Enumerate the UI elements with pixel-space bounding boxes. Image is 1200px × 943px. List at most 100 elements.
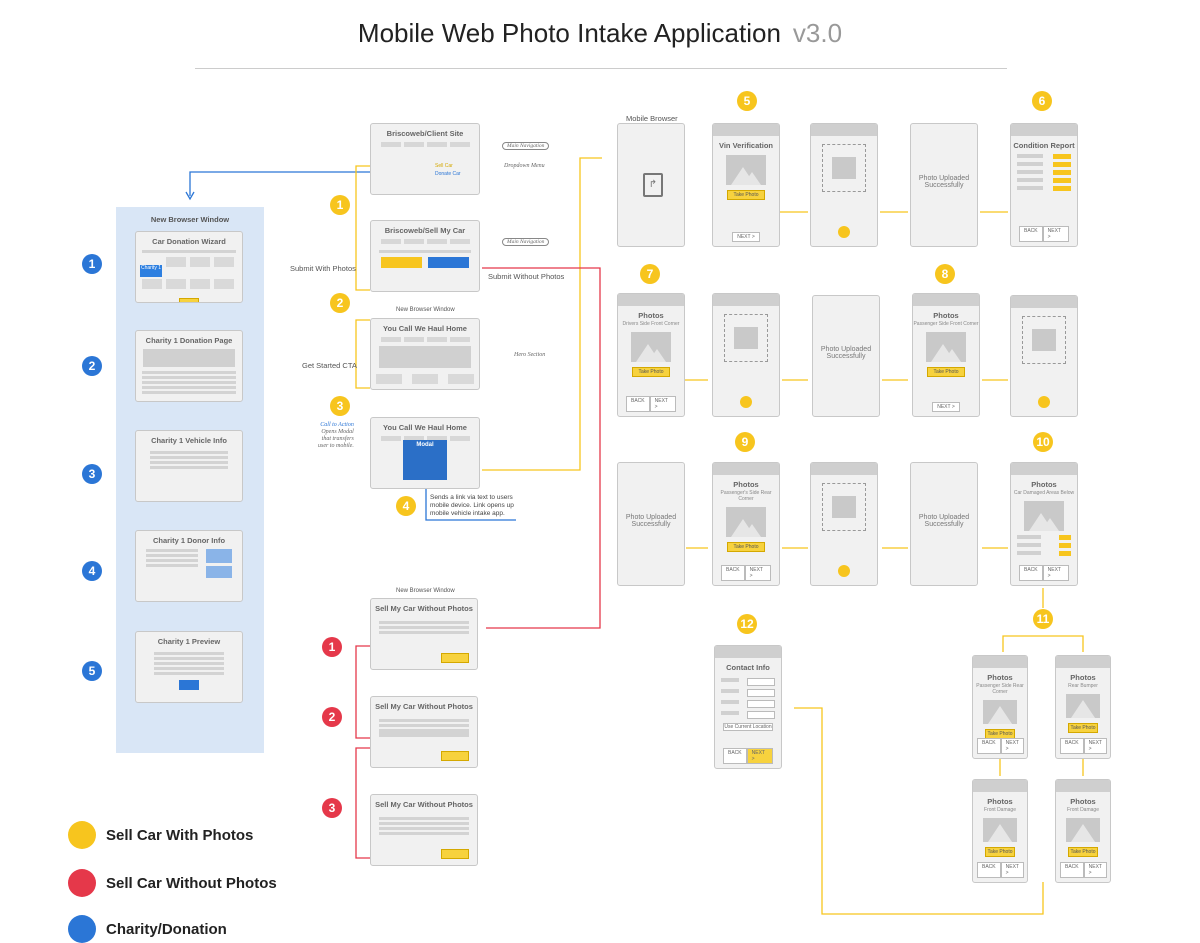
- photo-placeholder-icon: [925, 332, 967, 362]
- charity-step-1: 1: [82, 254, 102, 274]
- connector-red: [482, 267, 601, 629]
- mobile-step-6: 6: [1032, 91, 1052, 111]
- preview-submit-button[interactable]: [179, 680, 199, 690]
- annotation-main-nav-1: Main Navigation: [502, 142, 550, 150]
- legend-swatch-blue: [68, 915, 96, 943]
- without-step-3: 3: [322, 798, 342, 818]
- next-button[interactable]: NEXT >: [649, 396, 676, 412]
- without-next-1[interactable]: [441, 653, 469, 663]
- back-button[interactable]: BACK: [977, 738, 1001, 754]
- screen-title: You Call We Haul Home: [383, 324, 467, 333]
- camera-viewfinder: [723, 314, 769, 362]
- charity-tile-selected[interactable]: Charity 1: [140, 265, 162, 277]
- next-button[interactable]: NEXT >: [744, 565, 771, 581]
- screen-photos-11a: Photos Passenger Side Rear Corner Take P…: [972, 655, 1028, 759]
- next-button[interactable]: NEXT >: [1000, 738, 1024, 754]
- next-button[interactable]: NEXT >: [932, 402, 960, 412]
- back-button[interactable]: BACK: [721, 565, 745, 581]
- back-button[interactable]: BACK: [1019, 226, 1043, 242]
- screen-title: Photos: [1070, 797, 1096, 806]
- back-button[interactable]: BACK: [626, 396, 650, 412]
- without-step-2: 2: [322, 707, 342, 727]
- back-button[interactable]: BACK: [977, 862, 1001, 878]
- center-step-3: 3: [330, 396, 350, 416]
- donate-car-link[interactable]: Donate Car: [435, 171, 461, 177]
- screen-without-photos-3: Sell My Car Without Photos: [370, 794, 478, 866]
- use-location-button[interactable]: Use Current Location: [723, 723, 773, 731]
- screen-camera-9: [810, 462, 878, 586]
- next-button[interactable]: NEXT >: [1042, 565, 1069, 581]
- modal-dialog[interactable]: Modal: [403, 440, 447, 480]
- submit-with-photos-button[interactable]: [381, 257, 422, 268]
- submit-without-photos-button[interactable]: [428, 257, 469, 268]
- upload-message: Photo Uploaded Successfully: [625, 514, 677, 529]
- connector-red-bracket-2: [355, 747, 370, 859]
- screen-title: Briscoweb/Sell My Car: [384, 226, 466, 235]
- screen-sell-my-car: Briscoweb/Sell My Car: [370, 220, 480, 292]
- photo-placeholder-icon: [983, 818, 1017, 842]
- shutter-button[interactable]: [740, 396, 752, 408]
- without-step-1: 1: [322, 637, 342, 657]
- mobile-step-11: 11: [1033, 609, 1053, 629]
- back-button[interactable]: BACK: [723, 748, 747, 764]
- screen-subtitle: Passenger Side Rear Corner: [976, 683, 1024, 695]
- screen-uploaded-7: Photo Uploaded Successfully: [812, 295, 880, 417]
- back-button[interactable]: BACK: [1060, 738, 1084, 754]
- legend-swatch-red: [68, 869, 96, 897]
- legend-without-photos: Sell Car Without Photos: [68, 869, 277, 897]
- upload-message: Photo Uploaded Successfully: [918, 514, 970, 529]
- legend-label: Charity/Donation: [106, 920, 227, 938]
- screen-uploaded-5: Photo Uploaded Successfully: [910, 123, 978, 247]
- camera-viewfinder: [1021, 316, 1067, 364]
- center-step-1: 1: [330, 195, 350, 215]
- take-photo-button[interactable]: Take Photo: [727, 190, 765, 200]
- screen-car-donation-wizard: Car Donation Wizard Charity 1: [135, 231, 243, 303]
- photo-placeholder-icon: [983, 700, 1017, 724]
- screen-title: Contact Info: [726, 663, 770, 672]
- screen-title: Photos: [638, 311, 664, 320]
- charity-step-2: 2: [82, 356, 102, 376]
- shutter-button[interactable]: [838, 226, 850, 238]
- sell-car-link[interactable]: Sell Car: [435, 163, 453, 169]
- screen-title: Charity 1 Donation Page: [145, 336, 233, 345]
- take-photo-button[interactable]: Take Photo: [927, 367, 965, 377]
- screen-title: Photos: [987, 797, 1013, 806]
- mobile-browser-label: Mobile Browser: [626, 114, 678, 123]
- shutter-button[interactable]: [1038, 396, 1050, 408]
- next-button[interactable]: NEXT >: [1042, 226, 1069, 242]
- screen-haul-home: You Call We Haul Home: [370, 318, 480, 390]
- take-photo-button[interactable]: Take Photo: [1068, 847, 1098, 857]
- next-button[interactable]: NEXT >: [732, 232, 760, 242]
- take-photo-button[interactable]: Take Photo: [985, 847, 1015, 857]
- center-step-2: 2: [330, 293, 350, 313]
- back-button[interactable]: BACK: [1060, 862, 1084, 878]
- take-photo-button[interactable]: Take Photo: [727, 542, 765, 552]
- screen-haul-home-modal: You Call We Haul Home Modal: [370, 417, 480, 489]
- wizard-next-button[interactable]: [179, 298, 199, 302]
- screen-without-photos-1: Sell My Car Without Photos: [370, 598, 478, 670]
- shutter-button[interactable]: [838, 565, 850, 577]
- browser-launch-icon: ↱: [643, 172, 663, 197]
- screen-charity-donation-page: Charity 1 Donation Page: [135, 330, 243, 402]
- screen-without-photos-2: Sell My Car Without Photos: [370, 696, 478, 768]
- label-submit-without-photos: Submit Without Photos: [488, 272, 565, 281]
- mobile-step-8: 8: [935, 264, 955, 284]
- take-photo-button[interactable]: Take Photo: [632, 367, 670, 377]
- back-button[interactable]: BACK: [1019, 565, 1043, 581]
- next-button[interactable]: NEXT >: [1083, 738, 1107, 754]
- screen-title: Condition Report: [1013, 141, 1075, 150]
- screen-client-site: Briscoweb/Client Site Sell Car Donate Ca…: [370, 123, 480, 195]
- charity-step-3: 3: [82, 464, 102, 484]
- take-photo-button[interactable]: Take Photo: [1068, 723, 1098, 733]
- screen-subtitle: Passenger's Side Rear Corner: [720, 490, 772, 502]
- next-button[interactable]: NEXT >: [746, 748, 773, 764]
- without-next-2[interactable]: [441, 751, 469, 761]
- annotation-cta: Call to Action Opens Modal that transfer…: [318, 422, 354, 449]
- without-submit[interactable]: [441, 849, 469, 859]
- next-button[interactable]: NEXT >: [1000, 862, 1024, 878]
- charity-window-label: New Browser Window: [150, 215, 230, 224]
- next-button[interactable]: NEXT >: [1083, 862, 1107, 878]
